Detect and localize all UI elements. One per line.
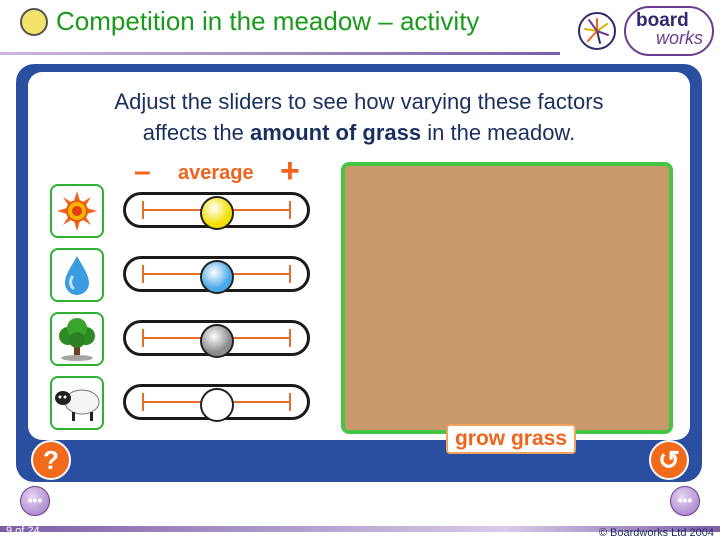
copyright-text: © Boardworks Ltd 2004 <box>598 527 714 539</box>
logo-word-board: board <box>636 10 689 31</box>
boardworks-logo: board works <box>624 6 714 56</box>
tree-icon <box>59 318 95 361</box>
next-slide-button[interactable]: ••• <box>670 486 700 516</box>
slider-knob-water[interactable] <box>199 260 234 294</box>
instruction-line-2-suffix: in the meadow. <box>421 120 576 145</box>
scale-minus-label: – <box>134 155 151 188</box>
meadow-grass-display <box>341 162 673 434</box>
slider-sun[interactable] <box>123 192 310 230</box>
grow-grass-button[interactable]: grow grass <box>446 424 576 454</box>
slider-knob-tree[interactable] <box>199 324 234 358</box>
page-number: 9 of 24 <box>6 525 40 537</box>
previous-slide-button[interactable]: ••• <box>20 486 50 516</box>
slider-knob-sun[interactable] <box>199 196 234 230</box>
instruction-line-2-prefix: affects the <box>142 120 250 145</box>
water-drop-icon <box>65 256 89 295</box>
help-button[interactable]: ? <box>31 440 71 480</box>
footer-divider <box>0 526 720 532</box>
title-logo-icon <box>20 8 48 36</box>
factor-tree <box>50 312 104 366</box>
slider-sheep[interactable] <box>123 384 310 422</box>
slider-water[interactable] <box>123 256 310 294</box>
sheep-icon <box>55 389 100 421</box>
instruction-line-2-bold: amount of grass <box>249 120 422 145</box>
factor-water <box>50 248 104 302</box>
sun-icon <box>57 191 97 231</box>
logo-word-works: works <box>656 28 704 48</box>
instruction-line-1: Adjust the sliders to see how varying th… <box>114 89 604 114</box>
slider-knob-sheep[interactable] <box>199 388 234 422</box>
factor-sun <box>50 184 104 238</box>
page-title: Competition in the meadow – activity <box>56 6 480 36</box>
scale-average-label: average <box>178 162 254 184</box>
reset-button[interactable]: ↺ <box>649 440 689 480</box>
slider-tree[interactable] <box>123 320 310 358</box>
scale-plus-label: + <box>280 152 300 190</box>
header-divider <box>0 52 560 55</box>
sparkle-logo-icon <box>578 12 616 50</box>
instruction-text: Adjust the sliders to see how varying th… <box>28 86 690 148</box>
factor-sheep <box>50 376 104 430</box>
